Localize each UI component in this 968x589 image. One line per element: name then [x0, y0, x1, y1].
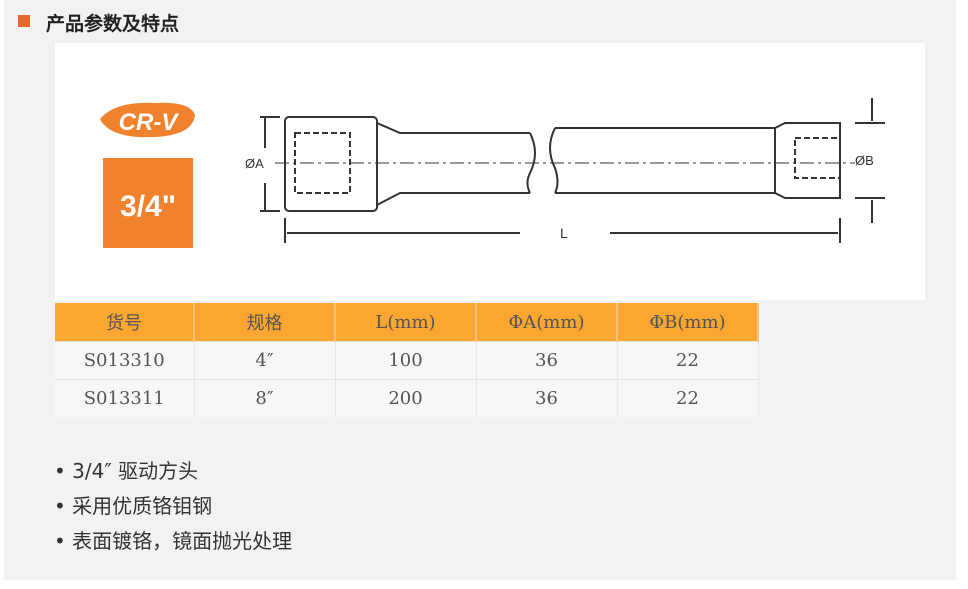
- cell: S013311: [55, 379, 195, 417]
- spec-table: 货号 规格 L(mm) ΦA(mm) ΦB(mm) S013310 4″ 100…: [55, 303, 759, 417]
- product-diagram: CR-V 3/4" ØA ØB L: [55, 43, 925, 300]
- cell: 36: [476, 341, 618, 380]
- table-row: S013310 4″ 100 36 22: [55, 341, 759, 380]
- cell: 200: [335, 379, 477, 417]
- cell: 36: [476, 379, 618, 417]
- cell: 8″: [194, 379, 336, 417]
- drive-size-badge: 3/4": [103, 158, 193, 248]
- cell: 22: [617, 341, 759, 380]
- svg-text:CR-V: CR-V: [119, 109, 180, 136]
- cell: 100: [335, 341, 477, 380]
- feature-item: • 表面镀铬，镜面抛光处理: [54, 529, 293, 553]
- cell: 4″: [194, 341, 336, 380]
- table-row: S013311 8″ 200 36 22: [55, 379, 759, 417]
- section-title: 产品参数及特点: [46, 13, 180, 35]
- crv-badge: CR-V: [100, 102, 195, 138]
- svg-text:3/4": 3/4": [120, 190, 176, 223]
- col-header: ΦB(mm): [617, 303, 759, 342]
- cell: S013310: [55, 341, 195, 380]
- header-marker: [18, 15, 30, 27]
- cell: 22: [617, 379, 759, 417]
- col-header: 规格: [194, 303, 336, 342]
- dim-l-label: L: [560, 225, 568, 241]
- col-header: L(mm): [335, 303, 477, 342]
- extension-bar-drawing: CR-V 3/4" ØA ØB L: [100, 98, 885, 248]
- dim-a-label: ØA: [245, 156, 264, 171]
- feature-item: • 采用优质铬钼钢: [54, 494, 213, 518]
- feature-item: • 3/4″ 驱动方头: [54, 459, 199, 483]
- table-header-row: 货号 规格 L(mm) ΦA(mm) ΦB(mm): [55, 303, 759, 342]
- col-header: 货号: [55, 303, 195, 342]
- col-header: ΦA(mm): [476, 303, 618, 342]
- dim-b-label: ØB: [855, 153, 874, 168]
